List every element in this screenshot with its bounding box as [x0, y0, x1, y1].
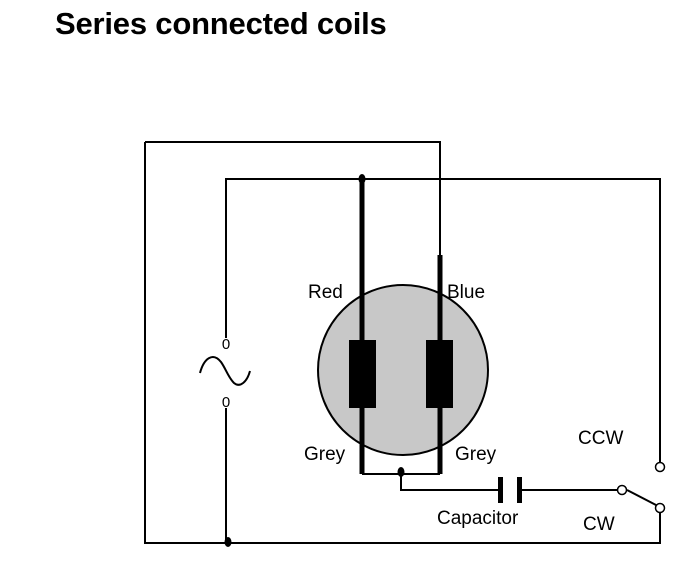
source-terminal-top: 0 — [222, 336, 230, 353]
label-cw: CW — [583, 514, 615, 535]
capacitor-plate-left — [498, 477, 503, 503]
label-ccw: CCW — [578, 428, 623, 449]
switch-common-terminal — [616, 484, 628, 496]
junction-grey — [397, 467, 405, 477]
label-capacitor: Capacitor — [437, 508, 519, 529]
label-red: Red — [308, 282, 343, 303]
inner-top-wire — [225, 178, 661, 462]
coil-right — [426, 340, 453, 408]
junction-bottom — [224, 537, 232, 547]
capacitor-wire-left — [400, 471, 498, 491]
label-grey-left: Grey — [304, 444, 346, 465]
outer-top-wire — [145, 141, 441, 255]
source-terminal-bottom: 0 — [222, 394, 230, 411]
capacitor-plate-right — [517, 477, 522, 503]
motor-body — [317, 284, 489, 456]
junction-top — [358, 174, 366, 184]
label-grey-right: Grey — [455, 444, 497, 465]
diagram-title: Series connected coils — [55, 6, 387, 41]
ac-source-icon — [199, 356, 251, 386]
switch-ccw-terminal — [654, 461, 666, 473]
switch-cw-terminal — [654, 502, 666, 514]
outer-left-wire — [144, 142, 661, 544]
label-blue: Blue — [447, 282, 485, 303]
coil-left — [349, 340, 376, 408]
switch-arm — [626, 489, 657, 506]
